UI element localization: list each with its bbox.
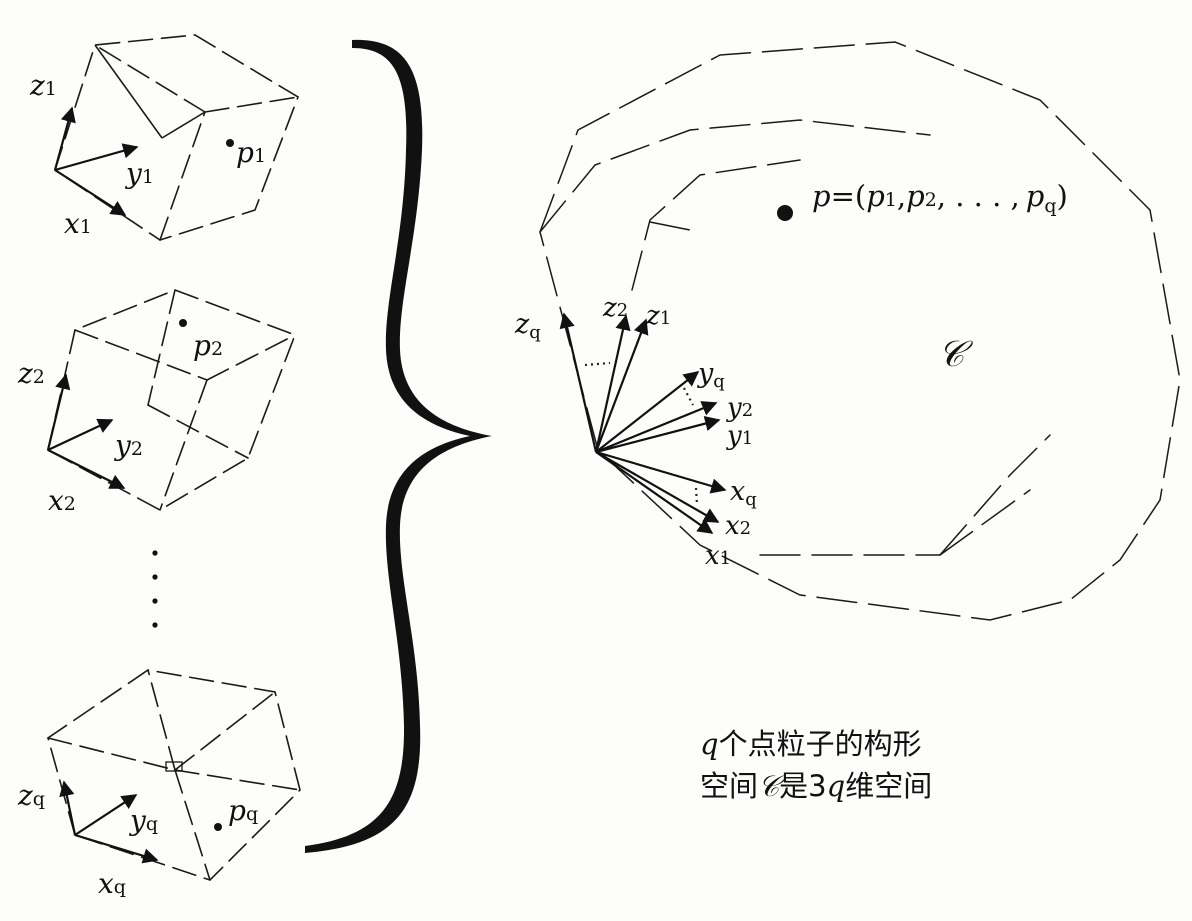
config-label-yq: yq (697, 358, 725, 392)
config-point-p (777, 205, 793, 221)
config-label-xq: xq (730, 476, 757, 510)
caption: q个点粒子的构形 空间𝒞是3q维空间 (700, 727, 932, 803)
vertical-ellipsis (152, 550, 158, 628)
caption-line-2: 空间𝒞是3q维空间 (700, 769, 932, 803)
config-axis-x2 (595, 451, 720, 523)
cube-1: z1 y1 x1 p1 (29, 34, 299, 241)
caption-line-1: q个点粒子的构形 (700, 727, 922, 761)
config-axis-z-dots (584, 361, 611, 367)
cube-q: zq yq xq pq (17, 669, 301, 900)
cube-1-p-label: p1 (236, 136, 266, 169)
config-label-z1: z1 (645, 301, 671, 331)
cube-1-y-axis (54, 143, 139, 172)
cube-q-x-label: xq (98, 867, 126, 900)
cube-q-x-axis (74, 833, 159, 864)
cube-2: z2 y2 x2 p2 (17, 289, 297, 517)
config-axis-y-dots (683, 387, 694, 406)
cube-q-z-label: zq (17, 779, 45, 812)
cube-2-axes (46, 373, 126, 489)
cube-q-p-label: pq (228, 794, 258, 827)
cube-2-p-label: p2 (193, 329, 223, 362)
cube-2-x-label: x2 (48, 484, 76, 517)
cube-2-x-axis (47, 449, 126, 489)
cube-2-edges (47, 289, 297, 511)
config-label-x2: x2 (725, 511, 751, 541)
cube-1-z-axis (53, 106, 76, 171)
config-label-zq: zq (514, 309, 541, 343)
config-label-y1: y1 (726, 421, 753, 451)
config-axis-z2 (594, 314, 631, 453)
config-axis-y1 (595, 416, 721, 454)
cube-q-y-label: yq (128, 804, 158, 837)
cube-2-y-axis (47, 418, 114, 451)
cube-2-y-label: y2 (113, 429, 143, 462)
config-axis-xq (595, 450, 727, 494)
cube-q-edges (47, 669, 301, 881)
config-axis-z1 (594, 318, 649, 453)
cube-q-particle (214, 823, 222, 831)
cube-1-edges (54, 34, 299, 241)
curly-brace (305, 39, 492, 853)
cube-2-particle (179, 319, 187, 327)
cube-1-x-axis (54, 169, 127, 216)
config-space-symbol: 𝒞 (938, 334, 974, 375)
config-axis-x-dots (694, 487, 699, 506)
config-axis-y2 (595, 401, 718, 454)
config-axis-zq (559, 312, 598, 453)
config-axes-bundle (559, 312, 727, 534)
cube-1-axes (53, 106, 139, 216)
cube-1-particle (226, 139, 234, 147)
config-label-y2: y2 (726, 393, 753, 423)
cube-1-z-label: z1 (29, 69, 57, 102)
cube-q-axes (59, 780, 159, 864)
config-point-label: p=(p1,p2, . . . ,pq) (812, 179, 1068, 217)
cube-q-y-axis (74, 794, 138, 836)
cube-1-y-label: y1 (124, 157, 154, 190)
config-axis-x1 (595, 451, 714, 534)
config-label-z2: z2 (602, 293, 628, 323)
config-axis-yq (595, 371, 700, 453)
cube-q-z-axis (59, 780, 77, 836)
cube-2-z-axis (46, 373, 71, 451)
config-space-polytope (539, 41, 1181, 621)
config-label-x1: x1 (705, 541, 731, 571)
cube-2-z-label: z2 (17, 357, 45, 390)
cube-1-x-label: x1 (64, 207, 92, 240)
